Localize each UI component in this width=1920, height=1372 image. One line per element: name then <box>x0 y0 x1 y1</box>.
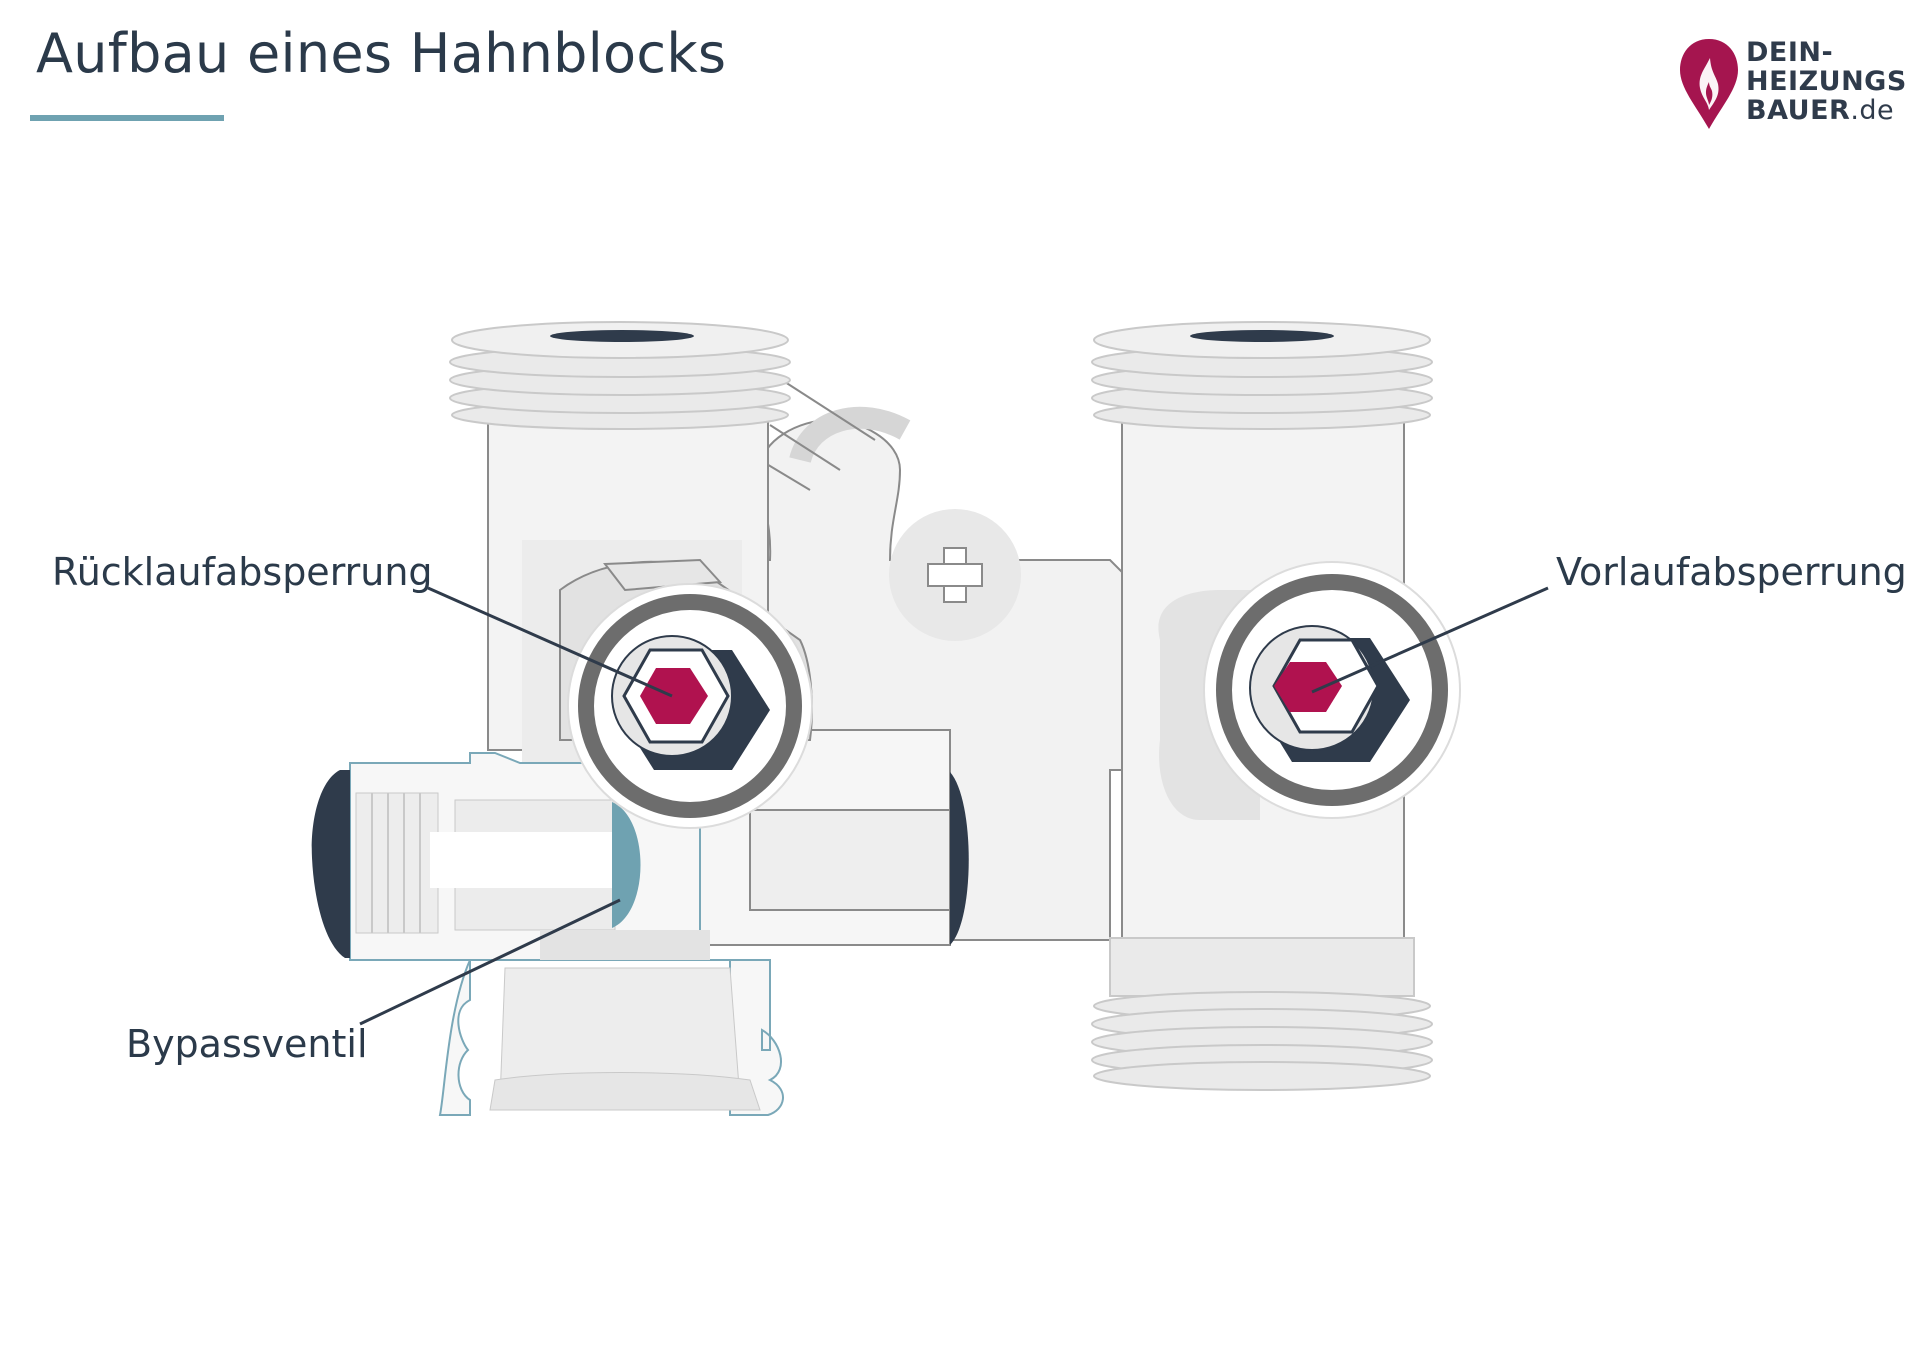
leader-flow-shutoff <box>1311 586 1549 694</box>
brand-line-1: DEIN- <box>1746 37 1834 68</box>
brand-wordmark: DEIN- HEIZUNGS BAUER.de <box>1746 38 1907 125</box>
right-top-thread <box>1091 321 1433 430</box>
page-title: Aufbau eines Hahnblocks <box>36 22 727 85</box>
brand-line-3: BAUER.de <box>1746 96 1907 125</box>
brand-tld: .de <box>1850 95 1895 126</box>
flow-shutoff-valve <box>1203 561 1461 819</box>
title-underline <box>30 115 224 121</box>
label-bypass-valve: Bypassventil <box>126 1022 368 1066</box>
leader-return-shutoff <box>427 586 673 698</box>
label-return-shutoff: Rücklaufabsperrung <box>52 550 433 594</box>
brand-line-2: HEIZUNGS <box>1746 66 1907 97</box>
leader-bypass-valve <box>359 898 621 1026</box>
return-shutoff-valve <box>559 558 813 829</box>
brand-logo: DEIN- HEIZUNGS BAUER.de <box>1678 34 1908 134</box>
leader-lines <box>359 586 1549 1026</box>
right-bottom-thread <box>1091 991 1433 1091</box>
brand-line-3-name: BAUER <box>1746 95 1851 126</box>
flame-drop-icon <box>1680 39 1738 129</box>
label-flow-shutoff: Vorlaufabsperrung <box>1556 550 1907 594</box>
left-thread <box>449 321 791 430</box>
bypass-cutaway <box>311 752 784 1116</box>
